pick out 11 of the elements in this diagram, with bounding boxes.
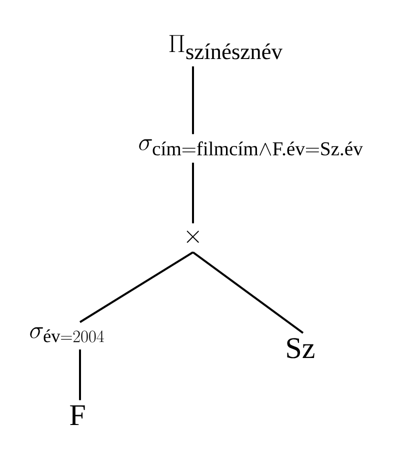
tree-edge — [192, 162, 194, 224]
operator-label: $\Pi_{\text{színésznév}}$ — [169, 35, 282, 60]
tree-edge — [79, 251, 194, 323]
tree-edge — [192, 66, 194, 134]
tree-edge — [192, 251, 304, 334]
operator-label: $\sigma_{\text{cím}=\text{filmcím}\wedge\text{F.év}=\text{Sz.év}}$ — [139, 139, 363, 156]
operator-label: $\text{F}$ — [70, 405, 85, 425]
operator-label: $\text{Sz}$ — [287, 338, 314, 358]
operator-label: $\sigma_{\text{év}=2004}$ — [30, 327, 104, 342]
operator-label: $\times$ — [186, 230, 199, 243]
tree-edge — [79, 349, 81, 400]
